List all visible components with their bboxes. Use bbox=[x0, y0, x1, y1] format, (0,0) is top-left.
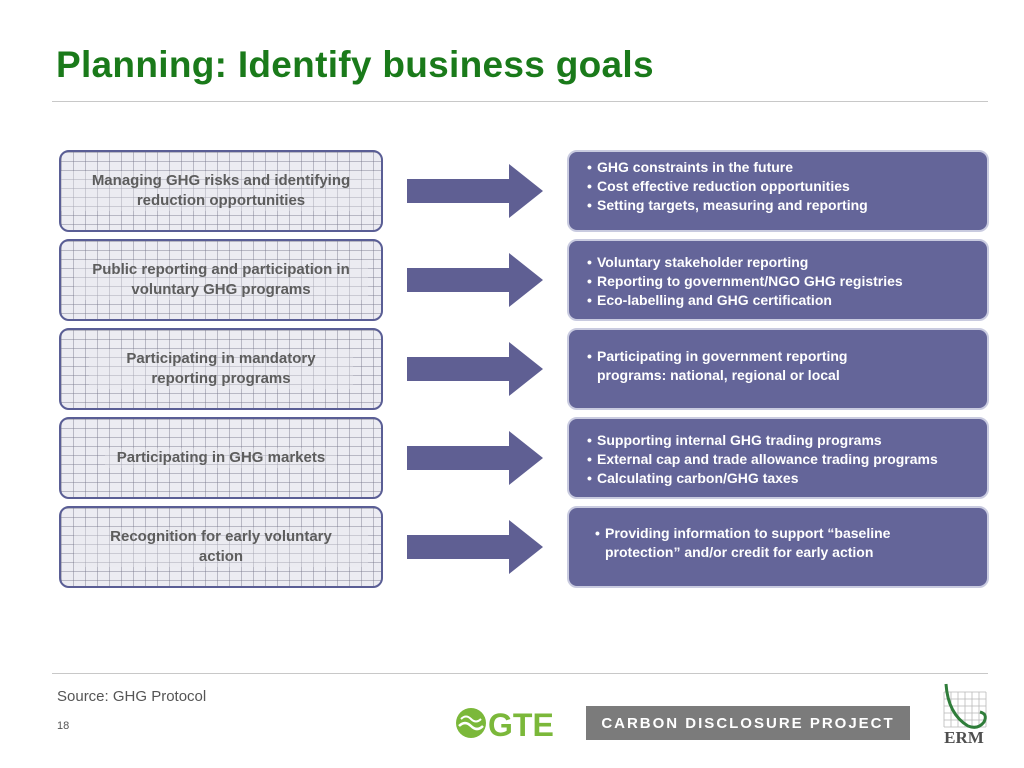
goal-label: Participating in mandatory reporting pro… bbox=[89, 349, 353, 389]
goal-box: Public reporting and participation in vo… bbox=[59, 239, 383, 321]
goal-row-1: Managing GHG risks and identifying reduc… bbox=[0, 150, 1024, 232]
goal-label: Public reporting and participation in vo… bbox=[74, 260, 368, 300]
goal-row-4: Participating in GHG markets Supporting … bbox=[0, 417, 1024, 499]
detail-item: Setting targets, measuring and reporting bbox=[587, 196, 979, 215]
right-arrow-icon bbox=[407, 253, 543, 307]
title-divider bbox=[52, 101, 988, 102]
detail-box: Voluntary stakeholder reporting Reportin… bbox=[567, 239, 989, 321]
detail-item: Voluntary stakeholder reporting bbox=[587, 253, 979, 272]
page-number: 18 bbox=[57, 720, 70, 732]
detail-item: Calculating carbon/GHG taxes bbox=[587, 469, 979, 488]
footer-divider bbox=[52, 673, 988, 674]
detail-item: Providing information to support “baseli… bbox=[595, 524, 935, 562]
detail-box: Participating in government reporting pr… bbox=[567, 328, 989, 410]
gte-logo: GTE bbox=[456, 707, 554, 743]
detail-box: Supporting internal GHG trading programs… bbox=[567, 417, 989, 499]
detail-box: GHG constraints in the future Cost effec… bbox=[567, 150, 989, 232]
detail-item: GHG constraints in the future bbox=[587, 158, 979, 177]
erm-logo: ERM bbox=[943, 683, 987, 746]
goal-row-3: Participating in mandatory reporting pro… bbox=[0, 328, 1024, 410]
source-note: Source: GHG Protocol bbox=[57, 688, 207, 705]
right-arrow-icon bbox=[407, 431, 543, 485]
cdp-logo: CARBON DISCLOSURE PROJECT bbox=[586, 706, 910, 740]
right-arrow-icon bbox=[407, 342, 543, 396]
detail-box: Providing information to support “baseli… bbox=[567, 506, 989, 588]
goal-label: Managing GHG risks and identifying reduc… bbox=[61, 171, 381, 211]
detail-item: Eco-labelling and GHG certification bbox=[587, 291, 979, 310]
goal-box: Recognition for early voluntary action bbox=[59, 506, 383, 588]
detail-item: Participating in government reporting pr… bbox=[587, 347, 887, 385]
goal-box: Participating in mandatory reporting pro… bbox=[59, 328, 383, 410]
detail-item: Reporting to government/NGO GHG registri… bbox=[587, 272, 979, 291]
goal-label: Recognition for early voluntary action bbox=[74, 527, 368, 567]
goal-box: Participating in GHG markets bbox=[59, 417, 383, 499]
erm-logo-text: ERM bbox=[944, 728, 984, 746]
goal-label: Participating in GHG markets bbox=[104, 448, 338, 468]
detail-item: External cap and trade allowance trading… bbox=[587, 450, 979, 469]
goal-row-2: Public reporting and participation in vo… bbox=[0, 239, 1024, 321]
page-title: Planning: Identify business goals bbox=[56, 44, 654, 85]
gte-logo-text: GTE bbox=[488, 707, 554, 743]
goal-row-5: Recognition for early voluntary action P… bbox=[0, 506, 1024, 588]
detail-item: Supporting internal GHG trading programs bbox=[587, 431, 979, 450]
right-arrow-icon bbox=[407, 164, 543, 218]
right-arrow-icon bbox=[407, 520, 543, 574]
goal-box: Managing GHG risks and identifying reduc… bbox=[59, 150, 383, 232]
detail-item: Cost effective reduction opportunities bbox=[587, 177, 979, 196]
